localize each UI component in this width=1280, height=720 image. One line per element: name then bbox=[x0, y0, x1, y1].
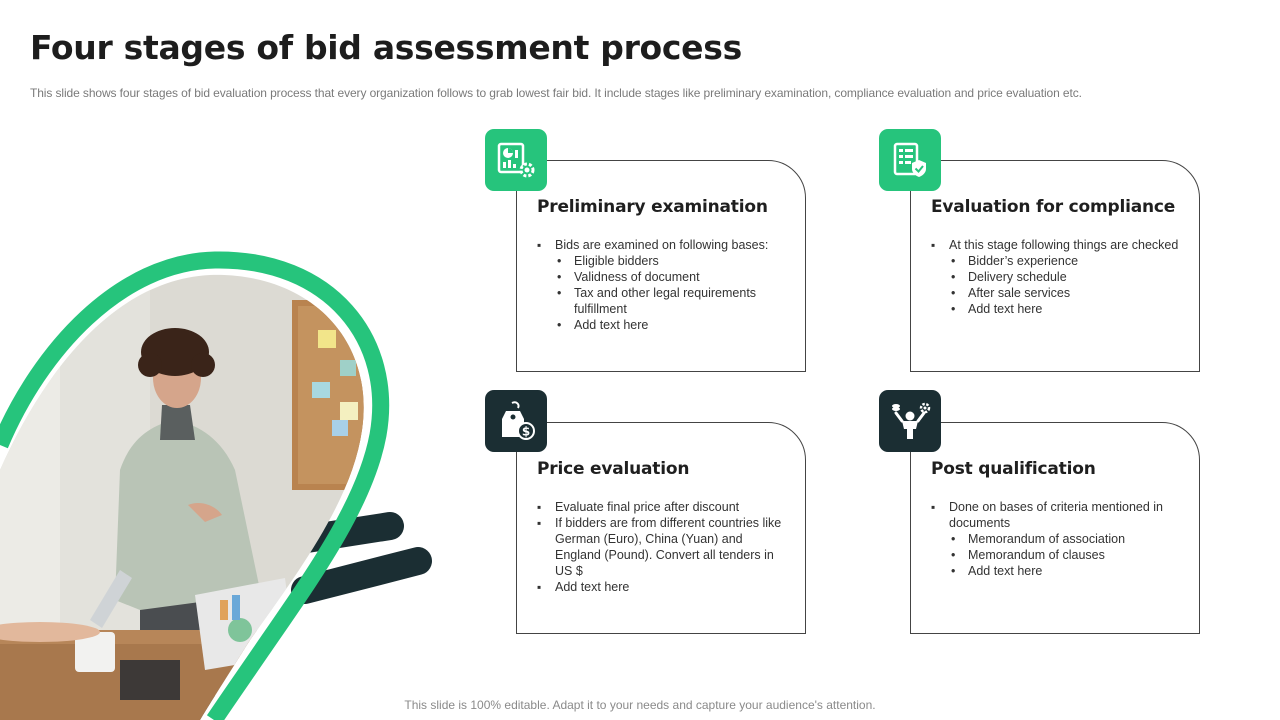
dashboard-report-gear-icon bbox=[485, 129, 547, 191]
stage-title: Preliminary examination bbox=[537, 197, 768, 217]
list-item: Tax and other legal requirements fulfill… bbox=[555, 285, 787, 317]
stage-title: Evaluation for compliance bbox=[931, 197, 1176, 217]
page-subtitle: This slide shows four stages of bid eval… bbox=[30, 86, 1082, 100]
stage-card-evaluation-for-compliance: Evaluation for compliance At this stage … bbox=[910, 160, 1200, 372]
price-tag-dollar-icon: $ bbox=[485, 390, 547, 452]
stage-points: Evaluate final price after discount If b… bbox=[537, 499, 787, 595]
stage-points: Done on bases of criteria mentioned in d… bbox=[931, 499, 1181, 579]
meeting-photo bbox=[0, 251, 432, 720]
list-item: Add text here bbox=[537, 579, 787, 595]
list-item: Bidder’s experience bbox=[949, 253, 1181, 269]
list-item: Add text here bbox=[949, 563, 1181, 579]
list-item: Memorandum of clauses bbox=[949, 547, 1181, 563]
list-item: Evaluate final price after discount bbox=[537, 499, 787, 515]
footer-note: This slide is 100% editable. Adapt it to… bbox=[404, 698, 876, 712]
stage-title: Price evaluation bbox=[537, 459, 690, 479]
checklist-shield-icon bbox=[879, 129, 941, 191]
svg-text:$: $ bbox=[522, 425, 530, 439]
list-item: Add text here bbox=[555, 317, 787, 333]
list-item: After sale services bbox=[949, 285, 1181, 301]
stage-card-preliminary-examination: Preliminary examination Bids are examine… bbox=[516, 160, 806, 372]
stage-title: Post qualification bbox=[931, 459, 1096, 479]
stage-points: Bids are examined on following bases: El… bbox=[537, 237, 787, 333]
stage-points: At this stage following things are check… bbox=[931, 237, 1181, 317]
list-item: Bids are examined on following bases: El… bbox=[537, 237, 787, 333]
person-achievement-icon bbox=[879, 390, 941, 452]
list-item: Delivery schedule bbox=[949, 269, 1181, 285]
stage-card-price-evaluation: Price evaluation Evaluate final price af… bbox=[516, 422, 806, 634]
list-item: Validness of document bbox=[555, 269, 787, 285]
stage-card-post-qualification: Post qualification Done on bases of crit… bbox=[910, 422, 1200, 634]
decor-green-arc bbox=[0, 251, 390, 720]
list-item: Eligible bidders bbox=[555, 253, 787, 269]
list-item: If bidders are from different countries … bbox=[537, 515, 787, 579]
list-item: Done on bases of criteria mentioned in d… bbox=[931, 499, 1181, 579]
list-item: At this stage following things are check… bbox=[931, 237, 1181, 317]
page-title: Four stages of bid assessment process bbox=[30, 28, 742, 67]
list-item: Memorandum of association bbox=[949, 531, 1181, 547]
decor-bar bbox=[291, 547, 432, 604]
list-item: Add text here bbox=[949, 301, 1181, 317]
